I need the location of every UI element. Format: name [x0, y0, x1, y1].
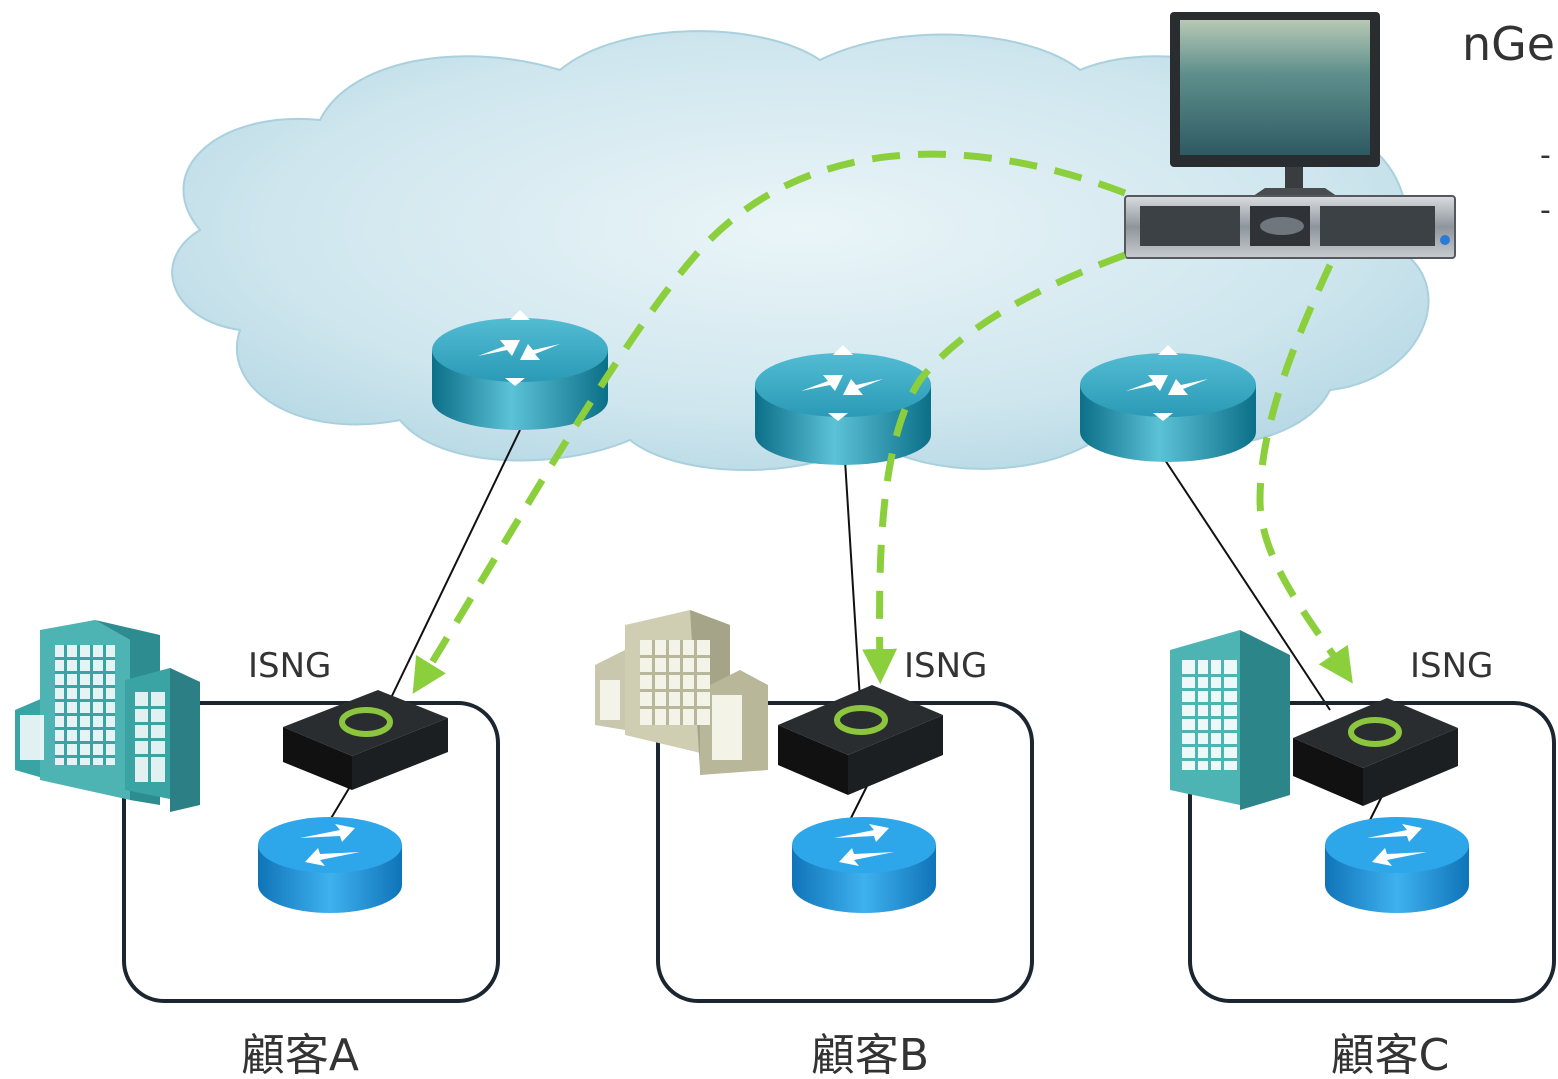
router-icon [432, 310, 608, 430]
bullet-mark: - [1540, 193, 1551, 228]
office-building-icon [1170, 630, 1290, 810]
link-c [1164, 459, 1331, 711]
router-icon [1325, 817, 1469, 913]
device-label-a: ISNG [248, 646, 331, 686]
isng-gateway-icon [1293, 698, 1458, 806]
router-icon [792, 817, 936, 913]
device-label-b: ISNG [904, 646, 987, 686]
path-to-a [412, 150, 1127, 694]
link-lines [329, 429, 1391, 821]
device-label-c: ISNG [1410, 646, 1493, 686]
header-title: nGe [1462, 17, 1555, 71]
router-icon [755, 345, 931, 465]
customer-box-a [122, 701, 500, 1003]
link-a [389, 429, 521, 701]
server-workstation-icon [1124, 12, 1456, 259]
router-icon [1080, 345, 1256, 462]
bullet-mark: - [1540, 138, 1551, 173]
management-paths [412, 150, 1353, 694]
customer-box-c [1188, 701, 1556, 1003]
isng-gateway-icon [283, 690, 448, 790]
router-icon [258, 817, 402, 913]
customer-name-a: 顧客A [241, 1030, 359, 1079]
isng-gateway-icon [778, 685, 943, 795]
office-building-icon [15, 620, 200, 812]
customer-name-b: 顧客B [811, 1030, 929, 1079]
customer-name-c: 顧客C [1331, 1030, 1450, 1079]
link-b [844, 459, 861, 701]
office-building-icon [595, 610, 768, 775]
path-to-b [862, 251, 1127, 684]
path-to-c [1256, 263, 1353, 684]
